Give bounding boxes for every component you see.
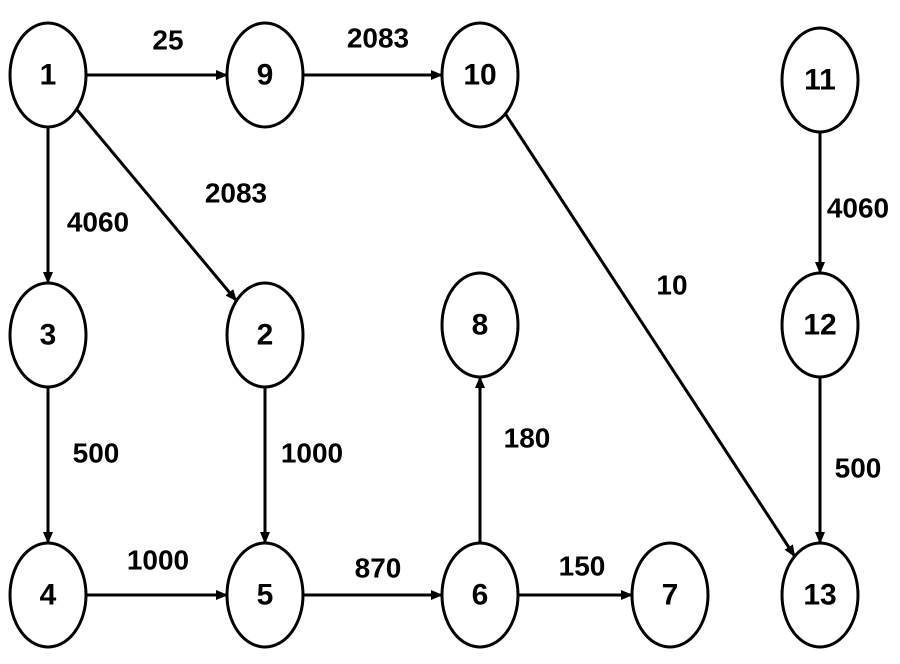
node-ellipse-3 (8, 281, 88, 389)
edge-label-4-to-5: 1000 (127, 545, 189, 576)
node-ellipse-7 (630, 541, 710, 649)
edge-label-9-to-10: 2083 (347, 23, 409, 54)
node-ellipse-5 (225, 541, 305, 649)
node-label-13: 13 (803, 579, 836, 612)
node-ellipse-9 (225, 21, 305, 129)
node-ellipse-11 (780, 26, 860, 134)
node-label-12: 12 (803, 309, 836, 342)
edge-label-12-to-13: 500 (835, 453, 882, 484)
node-label-2: 2 (257, 319, 274, 352)
edge-label-6-to-8: 180 (504, 423, 551, 454)
node-7: 7 (630, 541, 710, 649)
edge-labels-layer: 25 2083 4060 2083 10 4060 500 1000 180 500 1000 870… (67, 23, 889, 584)
node-12: 12 (780, 271, 860, 379)
node-label-10: 10 (463, 59, 496, 92)
node-ellipse-1 (8, 21, 88, 129)
node-1: 1 (8, 21, 88, 129)
node-5: 5 (225, 541, 305, 649)
node-13: 13 (780, 541, 860, 649)
node-6: 6 (440, 541, 520, 649)
edge-label-3-to-4: 500 (73, 438, 120, 469)
node-label-3: 3 (40, 319, 57, 352)
edge-label-1-to-2: 2083 (205, 178, 267, 209)
edge-label-10-to-13: 10 (656, 270, 687, 301)
node-label-1: 1 (40, 59, 57, 92)
node-label-4: 4 (40, 579, 57, 612)
node-ellipse-13 (780, 541, 860, 649)
nodes-layer: 1 9 10 11 3 2 8 12 4 5 6 7 13 (8, 21, 860, 649)
edge-label-11-to-12: 4060 (827, 193, 889, 224)
node-10: 10 (440, 21, 520, 129)
edge-arrow-1-to-2 (75, 108, 238, 302)
node-label-11: 11 (804, 64, 836, 97)
edge-label-2-to-5: 1000 (281, 438, 343, 469)
edge-label-6-to-7: 150 (559, 551, 606, 582)
edge-label-1-to-9: 25 (152, 25, 183, 56)
node-8: 8 (440, 271, 520, 379)
node-ellipse-4 (8, 541, 88, 649)
node-4: 4 (8, 541, 88, 649)
edge-label-1-to-3: 4060 (67, 207, 129, 238)
edges-layer (43, 70, 825, 600)
edge-arrow-10-to-13 (504, 112, 796, 558)
node-ellipse-2 (225, 281, 305, 389)
node-2: 2 (225, 281, 305, 389)
node-label-6: 6 (472, 579, 489, 612)
node-11: 11 (780, 26, 860, 134)
node-3: 3 (8, 281, 88, 389)
node-label-9: 9 (257, 59, 274, 92)
node-ellipse-6 (440, 541, 520, 649)
node-ellipse-8 (440, 271, 520, 379)
node-ellipse-10 (440, 21, 520, 129)
node-label-8: 8 (472, 309, 489, 342)
node-ellipse-12 (780, 271, 860, 379)
node-9: 9 (225, 21, 305, 129)
node-label-7: 7 (662, 579, 679, 612)
edge-label-5-to-6: 870 (355, 553, 402, 584)
node-label-5: 5 (257, 579, 274, 612)
